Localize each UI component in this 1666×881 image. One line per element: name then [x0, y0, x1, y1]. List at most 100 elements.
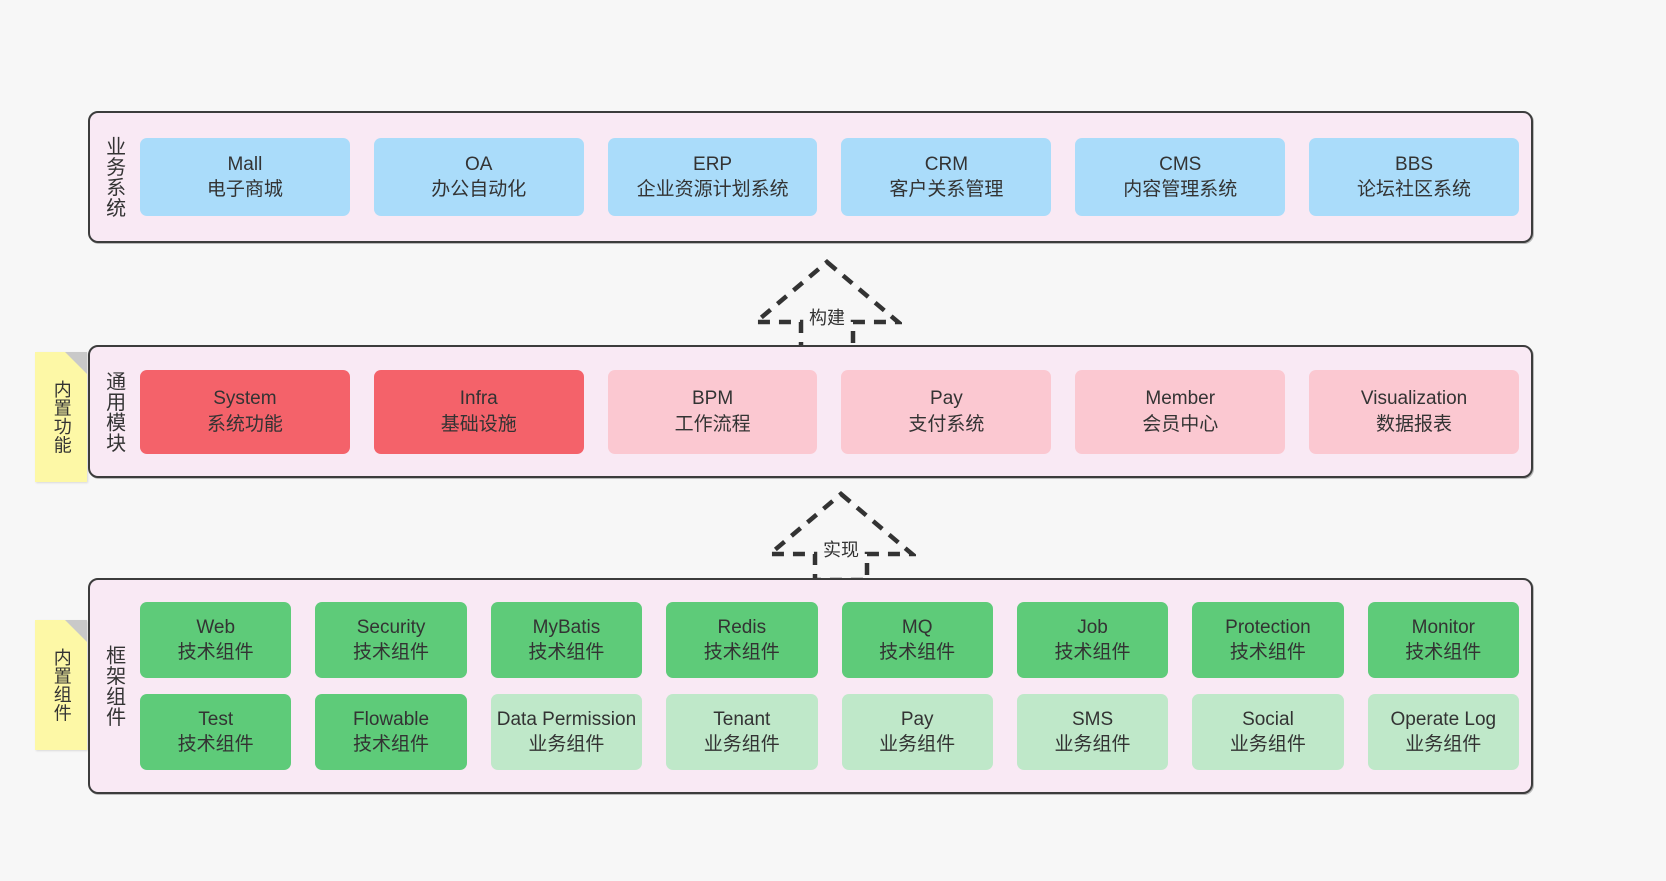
card-sms-cn: 业务组件	[1054, 734, 1131, 755]
card-mall[interactable]: Mall 电子商城	[140, 138, 350, 216]
card-security[interactable]: Security 技术组件	[315, 602, 467, 678]
card-data-permission[interactable]: Data Permission 业务组件	[490, 694, 643, 770]
connector-build-label: 构建	[809, 308, 845, 328]
card-mq[interactable]: MQ 技术组件	[841, 602, 993, 678]
card-operate-log-en: Operate Log	[1390, 708, 1497, 730]
card-mq-cn: 技术组件	[879, 642, 956, 663]
card-erp-cn: 企业资源计划系统	[636, 179, 789, 200]
card-visualization[interactable]: Visualization 数据报表	[1309, 369, 1519, 454]
card-mall-en: Mall	[227, 153, 263, 175]
card-bpm-cn: 工作流程	[674, 413, 751, 435]
layer-common-modules: 通用模块 System 系统功能 Infra 基础设施 BPM 工作流程 Pay…	[88, 345, 1533, 478]
card-bbs[interactable]: BBS 论坛社区系统	[1309, 138, 1519, 216]
card-tenant[interactable]: Tenant 业务组件	[666, 694, 818, 770]
card-bbs-cn: 论坛社区系统	[1357, 179, 1472, 200]
connector-build: 构建	[752, 258, 902, 350]
card-test[interactable]: Test 技术组件	[140, 694, 292, 770]
card-erp[interactable]: ERP 企业资源计划系统	[607, 138, 818, 216]
common-modules-row: System 系统功能 Infra 基础设施 BPM 工作流程 Pay 支付系统…	[140, 369, 1519, 454]
card-pay-component-en: Pay	[900, 708, 934, 730]
note-builtin-components: 内置组件	[35, 620, 87, 750]
card-flowable[interactable]: Flowable 技术组件	[315, 694, 467, 770]
card-social[interactable]: Social 业务组件	[1192, 694, 1344, 770]
connector-implement: 实现	[766, 490, 916, 582]
card-oa-cn: 办公自动化	[431, 179, 527, 200]
card-pay-component-cn: 业务组件	[879, 734, 956, 755]
card-job-cn: 技术组件	[1054, 642, 1131, 663]
connector-implement-label: 实现	[823, 540, 859, 560]
card-cms-en: CMS	[1159, 153, 1202, 175]
card-mybatis-en: MyBatis	[532, 616, 601, 638]
card-member[interactable]: Member 会员中心	[1075, 369, 1286, 454]
card-crm[interactable]: CRM 客户关系管理	[841, 138, 1052, 216]
card-web-en: Web	[196, 616, 236, 638]
layer-body-framework-components: Web 技术组件 Security 技术组件 MyBatis 技术组件 Redi…	[136, 580, 1531, 792]
card-web[interactable]: Web 技术组件	[140, 602, 292, 678]
card-mall-cn: 电子商城	[206, 179, 283, 200]
card-bbs-en: BBS	[1395, 153, 1434, 175]
card-cms[interactable]: CMS 内容管理系统	[1075, 138, 1286, 216]
card-pay-module-en: Pay	[930, 388, 963, 410]
card-mq-en: MQ	[901, 616, 933, 638]
card-tenant-cn: 业务组件	[703, 734, 780, 755]
framework-row-business: Test 技术组件 Flowable 技术组件 Data Permission …	[140, 694, 1519, 770]
note-builtin-features-label: 内置功能	[51, 380, 72, 454]
card-sms[interactable]: SMS 业务组件	[1016, 694, 1169, 770]
note-builtin-features: 内置功能	[35, 352, 87, 482]
card-infra-en: Infra	[459, 388, 498, 410]
card-flowable-en: Flowable	[353, 708, 430, 730]
card-job-en: Job	[1077, 616, 1108, 638]
card-system-en: System	[213, 388, 277, 410]
card-system[interactable]: System 系统功能	[140, 369, 350, 454]
card-mybatis-cn: 技术组件	[528, 642, 605, 663]
note-builtin-components-label: 内置组件	[51, 648, 72, 722]
card-mybatis[interactable]: MyBatis 技术组件	[490, 602, 643, 678]
layer-business-systems: 业务系统 Mall 电子商城 OA 办公自动化 ERP 企业资源计划系统 CRM…	[88, 111, 1533, 243]
card-crm-cn: 客户关系管理	[889, 179, 1004, 200]
card-member-en: Member	[1145, 388, 1216, 410]
card-operate-log[interactable]: Operate Log 业务组件	[1367, 694, 1519, 770]
card-erp-en: ERP	[693, 153, 733, 175]
card-infra[interactable]: Infra 基础设施	[373, 369, 584, 454]
card-pay-module-cn: 支付系统	[908, 413, 985, 435]
card-oa[interactable]: OA 办公自动化	[373, 138, 584, 216]
card-monitor-cn: 技术组件	[1405, 642, 1482, 663]
card-infra-cn: 基础设施	[440, 413, 517, 435]
business-systems-row: Mall 电子商城 OA 办公自动化 ERP 企业资源计划系统 CRM 客户关系…	[140, 138, 1519, 216]
card-pay-module[interactable]: Pay 支付系统	[841, 369, 1052, 454]
card-protection-cn: 技术组件	[1229, 642, 1306, 663]
card-flowable-cn: 技术组件	[353, 734, 430, 755]
card-sms-en: SMS	[1071, 708, 1114, 730]
card-system-cn: 系统功能	[206, 413, 283, 435]
layer-body-common-modules: System 系统功能 Infra 基础设施 BPM 工作流程 Pay 支付系统…	[136, 347, 1531, 476]
card-protection-en: Protection	[1225, 616, 1311, 638]
card-test-cn: 技术组件	[177, 734, 254, 755]
card-security-en: Security	[356, 616, 426, 638]
card-member-cn: 会员中心	[1142, 413, 1219, 435]
framework-row-tech: Web 技术组件 Security 技术组件 MyBatis 技术组件 Redi…	[140, 602, 1519, 678]
layer-title-common-modules: 通用模块	[102, 370, 125, 453]
card-data-permission-en: Data Permission	[496, 708, 637, 730]
card-pay-component[interactable]: Pay 业务组件	[841, 694, 993, 770]
card-test-en: Test	[198, 708, 234, 730]
layer-body-business-systems: Mall 电子商城 OA 办公自动化 ERP 企业资源计划系统 CRM 客户关系…	[136, 113, 1531, 241]
card-redis-en: Redis	[717, 616, 767, 638]
card-bpm[interactable]: BPM 工作流程	[607, 369, 818, 454]
card-web-cn: 技术组件	[177, 642, 254, 663]
layer-title-framework-components: 框架组件	[102, 645, 125, 727]
card-operate-log-cn: 业务组件	[1405, 734, 1482, 755]
card-social-en: Social	[1242, 708, 1294, 730]
layer-title-business-systems: 业务系统	[102, 136, 125, 218]
card-redis-cn: 技术组件	[703, 642, 780, 663]
card-crm-en: CRM	[924, 153, 969, 175]
card-protection[interactable]: Protection 技术组件	[1192, 602, 1344, 678]
card-monitor-en: Monitor	[1411, 616, 1475, 638]
layer-framework-components: 框架组件 Web 技术组件 Security 技术组件 MyBatis 技术组件…	[88, 578, 1533, 794]
card-data-permission-cn: 业务组件	[528, 734, 605, 755]
card-monitor[interactable]: Monitor 技术组件	[1367, 602, 1519, 678]
card-security-cn: 技术组件	[353, 642, 430, 663]
card-redis[interactable]: Redis 技术组件	[666, 602, 818, 678]
card-job[interactable]: Job 技术组件	[1016, 602, 1169, 678]
card-tenant-en: Tenant	[713, 708, 771, 730]
